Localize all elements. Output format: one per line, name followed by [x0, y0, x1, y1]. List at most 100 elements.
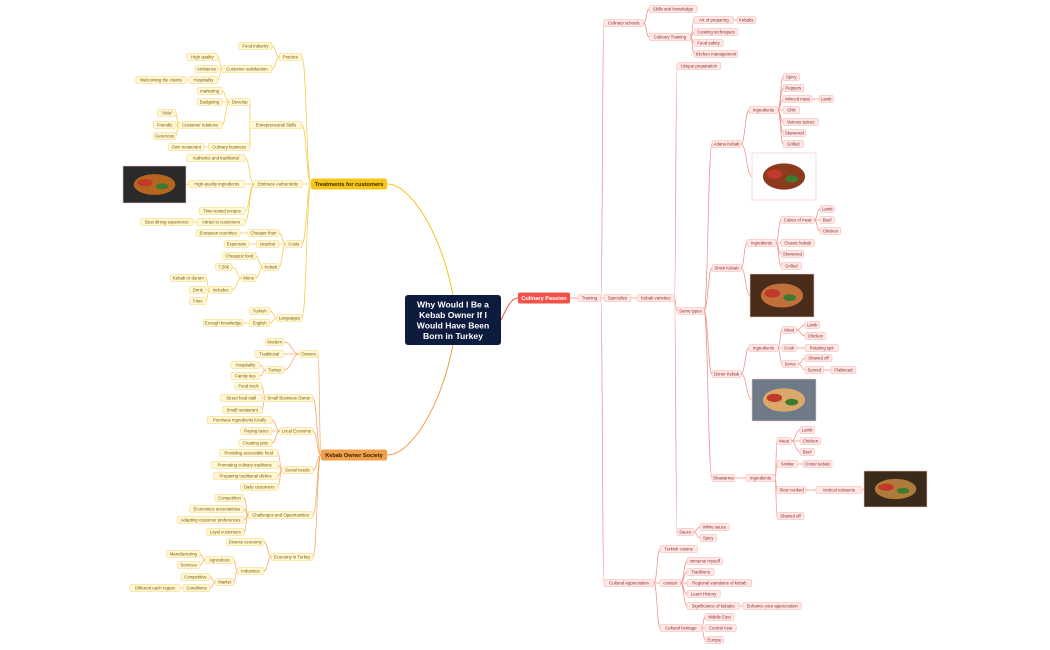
node-ingredients[interactable]: Ingredients — [745, 474, 776, 482]
node-loyal[interactable]: Loyal customers — [206, 528, 245, 536]
node-cultural-heritage[interactable]: Cultural heritage — [659, 624, 702, 632]
node-lamb[interactable]: Lamb — [799, 426, 815, 434]
branch-treatments[interactable]: Treatments for customers — [311, 178, 387, 190]
node-includes[interactable]: Includes — [208, 286, 233, 294]
branch-society[interactable]: Kebab Owner Society — [321, 449, 387, 461]
node-sauce[interactable]: Sauce — [676, 528, 694, 536]
node-shawarma[interactable]: Shawarma — [711, 474, 736, 482]
node-traditions[interactable]: Traditions — [686, 568, 715, 576]
node-kitchen-mgmt[interactable]: Kitchen management — [693, 50, 739, 58]
node-ambience[interactable]: Ambience — [194, 65, 219, 73]
node-small-business[interactable]: Small Business Owner — [264, 394, 314, 402]
node-middle-east[interactable]: Middle East — [704, 613, 735, 621]
node-hq-ingredients[interactable]: High-quality ingredients — [188, 180, 246, 188]
node-specialize[interactable]: Specialize — [603, 294, 632, 302]
node-preparing[interactable]: Preparing traditional dishes — [212, 472, 279, 480]
node-learn-history[interactable]: Learn History — [686, 590, 721, 598]
node-costs[interactable]: Costs — [285, 240, 303, 248]
node-cooking-tech[interactable]: Cooking techniques — [693, 28, 739, 36]
node-cook[interactable]: Cook — [781, 344, 797, 352]
node-classic[interactable]: Classic kebab — [780, 239, 815, 247]
node-expensive[interactable]: Expensive — [223, 240, 250, 248]
node-beef[interactable]: Beef — [799, 448, 815, 456]
node-welcoming[interactable]: Welcoming the clients — [135, 76, 187, 84]
node-challenges[interactable]: Challenges and Opportunities — [247, 511, 314, 519]
node-kebab-varieties[interactable]: Kebab varieties — [636, 294, 675, 302]
node-central-asia[interactable]: Central Asia — [704, 624, 737, 632]
node-paying-taxes[interactable]: Paying taxes — [240, 427, 273, 435]
node-promoting[interactable]: Promoting culinary traditions — [210, 461, 279, 469]
node-minced[interactable]: Minced meat — [782, 95, 813, 103]
node-food-truck[interactable]: Food truck — [234, 382, 263, 390]
node-develop[interactable]: Develop — [229, 98, 251, 106]
node-slow-cooked[interactable]: Slow cooked — [776, 486, 807, 494]
node-serve[interactable]: Serve — [781, 360, 799, 368]
node-marketing[interactable]: marketing — [196, 87, 223, 95]
node-chili[interactable]: Chili — [782, 106, 800, 114]
node-budgeting[interactable]: Budgeting — [196, 98, 223, 106]
node-chicken[interactable]: Chicken — [804, 332, 826, 340]
node-art-preparing[interactable]: Art of preparing — [693, 16, 734, 24]
node-istanbul[interactable]: Istanbul — [255, 240, 280, 248]
node-providing[interactable]: Providing accessible food — [219, 449, 279, 457]
node-adapting[interactable]: Adapting customer preferences — [176, 516, 245, 524]
node-context[interactable]: context — [659, 579, 681, 587]
node-white-sauce[interactable]: White sauce — [699, 523, 730, 531]
node-ingredients[interactable]: Ingredients — [748, 106, 779, 114]
node-time-tested[interactable]: Time-tested recipes — [198, 207, 246, 215]
node-similar[interactable]: Similar — [776, 460, 798, 468]
node-customer-satisfaction[interactable]: Customer satisfaction — [221, 65, 273, 73]
node-authentic[interactable]: Authentic and traditional — [186, 154, 246, 162]
node-skewered[interactable]: Skewered — [780, 250, 805, 258]
node-owners[interactable]: Owners — [299, 350, 319, 358]
node-fries[interactable]: Fries — [189, 297, 207, 305]
node-grilled[interactable]: Grilled — [780, 262, 802, 270]
node-shaved-off[interactable]: Shaved off — [776, 512, 805, 520]
node-diverse[interactable]: Diverse economy — [226, 538, 265, 546]
node-drink[interactable]: Drink — [189, 286, 207, 294]
node-culinary-training[interactable]: Culinary Training — [648, 33, 691, 41]
node-culinary-business[interactable]: Culinary business — [208, 143, 251, 151]
node-spicy2[interactable]: Spicy — [699, 534, 717, 542]
node-menu[interactable]: Menu — [241, 274, 257, 282]
node-shish[interactable]: Shish Kebab — [711, 264, 742, 272]
node-various-spices[interactable]: Various spices — [782, 118, 819, 126]
node-adana[interactable]: Adana Kebab — [711, 140, 742, 148]
node-meat[interactable]: Meat — [776, 437, 792, 445]
node-food-industry[interactable]: Food industry — [238, 42, 273, 50]
node-friendly[interactable]: Friendly — [152, 121, 177, 129]
node-local-economy[interactable]: Local Economy — [279, 427, 314, 435]
node-industries[interactable]: Industries — [236, 567, 265, 575]
node-cultural-appreciation[interactable]: Cultural Appreciation — [603, 579, 655, 587]
node-conditions[interactable]: Conditions — [182, 584, 211, 592]
node-european[interactable]: European countries — [195, 229, 241, 237]
node-training[interactable]: Training — [577, 294, 602, 302]
node-small-restaurant[interactable]: Small restaurant — [222, 406, 263, 414]
node-competition[interactable]: Competition — [214, 494, 245, 502]
node-unique-prep[interactable]: Unique preparation — [676, 62, 722, 70]
node-languages[interactable]: Languages — [276, 314, 303, 322]
node-significance[interactable]: Significance of kebabs — [686, 602, 740, 610]
node-beef[interactable]: Beef — [819, 216, 835, 224]
node-skills-knowledge[interactable]: Skills and knowledge — [648, 5, 698, 13]
node-hospitality[interactable]: Hospitality — [188, 76, 219, 84]
node-enhance[interactable]: Enhance your appreciation — [742, 602, 802, 610]
node-own-restaurant[interactable]: Own restaurant — [168, 143, 205, 151]
node-immerse[interactable]: Immerse myself — [686, 557, 723, 565]
node-creating-jobs[interactable]: Creating jobs — [238, 439, 273, 447]
node-meat[interactable]: Meat — [781, 326, 797, 334]
node-some-types[interactable]: Some types — [676, 307, 705, 315]
node-customer-relations[interactable]: Customer relations — [177, 121, 223, 129]
node-lamb[interactable]: Lamb — [818, 95, 834, 103]
node-turkey[interactable]: Turkey — [265, 366, 285, 374]
node-peppers[interactable]: Peppers — [782, 84, 804, 92]
node-spicy[interactable]: Spicy — [782, 73, 800, 81]
node-flatbread[interactable]: Flatbread — [830, 366, 857, 374]
node-ingredients[interactable]: Ingredients — [748, 344, 779, 352]
node-cheaper-than[interactable]: Cheaper than — [247, 229, 280, 237]
node-culinary-schools[interactable]: Culinary schools — [603, 19, 644, 27]
node-social-needs[interactable]: Social needs — [281, 466, 314, 474]
node-served[interactable]: Served — [804, 366, 824, 374]
node-vertical[interactable]: Vertical rotisserie — [815, 486, 863, 494]
node-regional[interactable]: Regional variations of kebab — [686, 579, 753, 587]
